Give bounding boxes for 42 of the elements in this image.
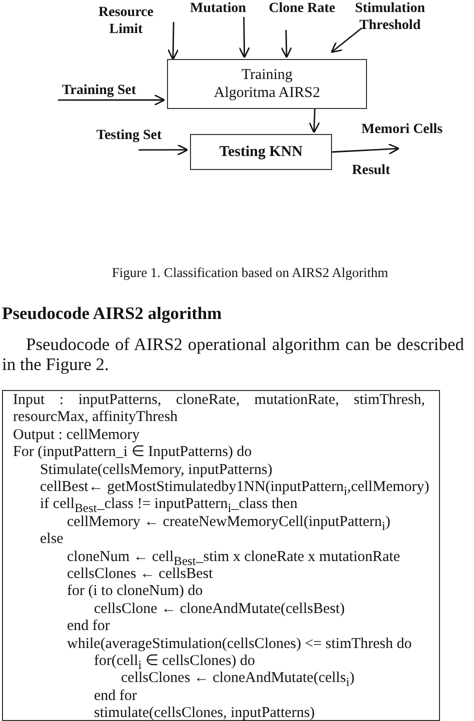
code-line: cellMemory ← createNewMemoryCell(inputPattern$_{i}$) bbox=[67, 514, 390, 535]
output-label: Result bbox=[352, 162, 392, 180]
code-line: cellBest← getMostStimulatedby1NN(inputPattern$_{i}$,cellMemory) bbox=[40, 479, 430, 498]
code-line: cloneNum ← cell$_{Best}$_stim x cloneRate x mutationRate bbox=[67, 548, 400, 568]
arrow bbox=[330, 27, 362, 53]
flow-label: Testing Set bbox=[89, 127, 169, 144]
figure-caption: Figure 1. Classification based on AIRS2 Algorithm bbox=[110, 265, 390, 281]
code-line: else bbox=[40, 531, 64, 549]
code-line: cellsClones ← cellsBest bbox=[67, 566, 213, 584]
code-line: Output : cellMemory bbox=[13, 426, 140, 444]
arrow bbox=[238, 17, 250, 58]
process-box bbox=[190, 134, 332, 170]
flow-label: Clone Rate bbox=[262, 0, 342, 17]
code-line: if cell$_{Best}$_class != inputPattern$_{i}$_class then bbox=[40, 496, 298, 516]
flow-label: Resource Limit bbox=[92, 4, 160, 40]
arrow bbox=[138, 144, 188, 156]
flow-label: Training Set bbox=[55, 82, 143, 99]
code-line: cellsClone ← cloneAndMutate(cellsBest) bbox=[94, 600, 345, 618]
flow-label: Stimulation Threshold bbox=[350, 0, 430, 34]
process-box bbox=[167, 59, 367, 109]
code-line: stimulate(cellsClones, inputPatterns) bbox=[94, 705, 315, 721]
arrow bbox=[58, 94, 166, 106]
code-line: Input : inputPatterns, cloneRate, mutationRate, stimThresh, resourcMax, affinityThresh bbox=[13, 392, 425, 427]
flow-label: Memori Cells bbox=[356, 121, 448, 138]
code-line: while(averageStimulation(cellsClones) <= stimThresh do bbox=[67, 636, 412, 653]
arrow bbox=[332, 143, 400, 155]
flow-label: Mutation bbox=[184, 0, 252, 17]
arrow bbox=[167, 22, 179, 60]
code-line: end for bbox=[94, 688, 137, 706]
code-line: end for bbox=[67, 618, 110, 636]
arrow bbox=[280, 30, 292, 58]
arrow bbox=[308, 108, 320, 134]
process-label: Testing KNN bbox=[219, 143, 303, 161]
process-label: Training Algoritma AIRS2 bbox=[212, 66, 322, 102]
body-paragraph: Pseudocode of AIRS2 operational algorithm can be described in the Figure 2. bbox=[2, 334, 464, 374]
code-line: for (i to cloneNum) do bbox=[67, 583, 203, 601]
code-line: cellsClones ← cloneAndMutate(cells$_{i}$) bbox=[121, 670, 354, 690]
code-line: for(cell$_{i}$ ∈ cellsClones) do bbox=[94, 653, 256, 672]
code-line: For (inputPattern_i ∈ InputPatterns) do bbox=[13, 444, 252, 462]
code-line: Stimulate(cellsMemory, inputPatterns) bbox=[40, 462, 272, 479]
section-heading: Pseudocode AIRS2 algorithm bbox=[2, 303, 223, 323]
pseudocode-box bbox=[2, 390, 440, 721]
